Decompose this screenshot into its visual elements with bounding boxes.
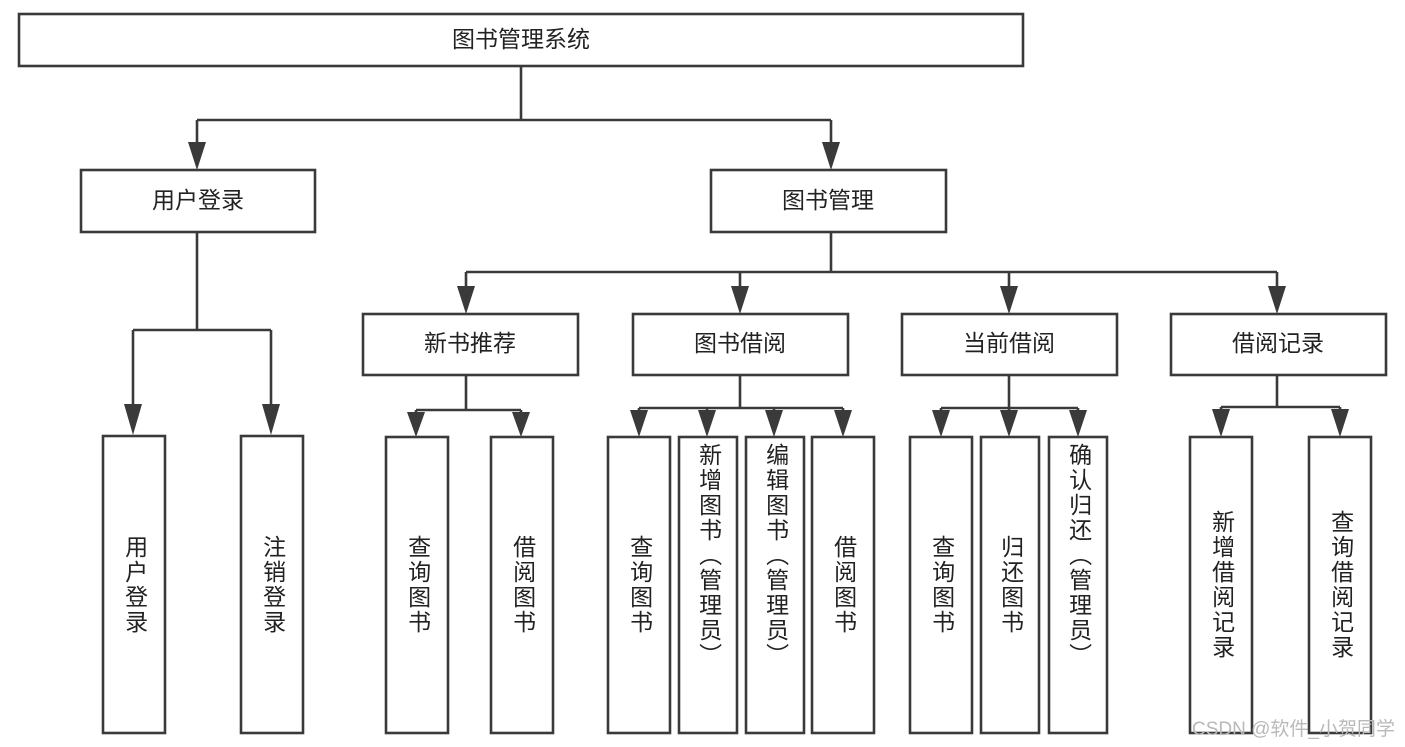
node-borrow-record-box[interactable] [1169, 312, 1388, 377]
arrow-head-leaf-logout-login [262, 404, 280, 435]
arrow-head-leaf-borrow-book-2 [834, 410, 852, 437]
node-borrow-record[interactable]: 借阅记录 [1169, 312, 1388, 377]
arrow-head-leaf-edit-book [765, 410, 783, 437]
leaf-box-user-login[interactable] [101, 434, 167, 735]
leaf-boxes-new-book-recommend [384, 435, 555, 735]
arrow-head-book-borrow [731, 286, 749, 314]
node-user-login[interactable]: 用户登录 [79, 168, 317, 234]
leaf-boxes-current-borrow [908, 435, 1109, 735]
arrow-head-user-login [188, 142, 206, 170]
arrow-head-leaf-return-book [1000, 410, 1018, 437]
arrow-head-leaf-query-borrow-record [1331, 409, 1349, 437]
node-title-label: 图书管理系统 [452, 26, 590, 52]
arrow-head-new-book-recommend [457, 286, 475, 314]
connector-group-current-borrow [932, 375, 1087, 437]
node-book-borrow-label: 图书借阅 [694, 330, 786, 356]
node-book-borrow-box[interactable] [631, 312, 850, 377]
node-user-login-label: 用户登录 [152, 187, 244, 213]
node-book-borrow[interactable]: 图书借阅 [631, 312, 850, 377]
connector-group-root [188, 66, 840, 170]
leaf-box-confirm-return[interactable] [1047, 435, 1109, 735]
connector-group-book-manage [457, 232, 1286, 314]
node-current-borrow[interactable]: 当前借阅 [900, 312, 1119, 377]
leaf-box-add-book[interactable] [677, 435, 739, 735]
arrow-head-leaf-query-book-3 [932, 410, 950, 437]
arrow-head-book-manage [822, 142, 840, 170]
leaf-box-borrow-book-1[interactable] [489, 435, 555, 735]
leaf-box-logout-login[interactable] [239, 434, 305, 735]
leaf-box-borrow-book-2[interactable] [810, 435, 876, 735]
leaf-box-add-borrow-record[interactable] [1188, 435, 1254, 735]
arrow-head-leaf-query-book-1 [407, 412, 425, 437]
arrow-head-current-borrow [1000, 286, 1018, 314]
leaf-boxes-borrow-record [1188, 435, 1373, 735]
watermark: CSDN @软件_小贺同学 [1192, 719, 1395, 740]
node-book-manage-label: 图书管理 [782, 187, 874, 213]
connector-group-new-book-recommend [407, 375, 530, 437]
node-book-manage[interactable]: 图书管理 [709, 168, 948, 234]
leaf-boxes-user-login [101, 434, 305, 735]
node-current-borrow-label: 当前借阅 [963, 330, 1055, 356]
connector-group-book-borrow [630, 375, 852, 437]
arrow-head-leaf-confirm-return [1069, 410, 1087, 437]
node-user-login-box[interactable] [79, 168, 317, 234]
node-current-borrow-box[interactable] [900, 312, 1119, 377]
node-title-box[interactable] [17, 12, 1025, 68]
node-new-book-recommend-label: 新书推荐 [424, 330, 516, 356]
node-book-manage-box[interactable] [709, 168, 948, 234]
node-title[interactable]: 图书管理系统 [17, 12, 1025, 68]
leaf-box-edit-book[interactable] [744, 435, 806, 735]
node-borrow-record-label: 借阅记录 [1232, 330, 1324, 356]
leaf-box-query-borrow-record[interactable] [1307, 435, 1373, 735]
arrow-head-leaf-add-borrow-record [1212, 409, 1230, 437]
node-new-book-recommend[interactable]: 新书推荐 [361, 312, 580, 377]
connector-group-user-login [124, 232, 280, 435]
leaf-box-query-book-1[interactable] [384, 435, 450, 735]
connector-group-borrow-record [1212, 375, 1349, 437]
arrow-head-leaf-borrow-book-1 [512, 412, 530, 437]
leaf-box-query-book-3[interactable] [908, 435, 974, 735]
leaf-box-query-book-2[interactable] [606, 435, 672, 735]
arrow-head-borrow-record [1268, 286, 1286, 314]
leaf-boxes-book-borrow [606, 435, 876, 735]
node-new-book-recommend-box[interactable] [361, 312, 580, 377]
arrow-head-leaf-user-login [124, 404, 142, 435]
leaf-box-return-book[interactable] [979, 435, 1041, 735]
arrow-head-leaf-query-book-2 [630, 410, 648, 437]
arrow-head-leaf-add-book [698, 410, 716, 437]
